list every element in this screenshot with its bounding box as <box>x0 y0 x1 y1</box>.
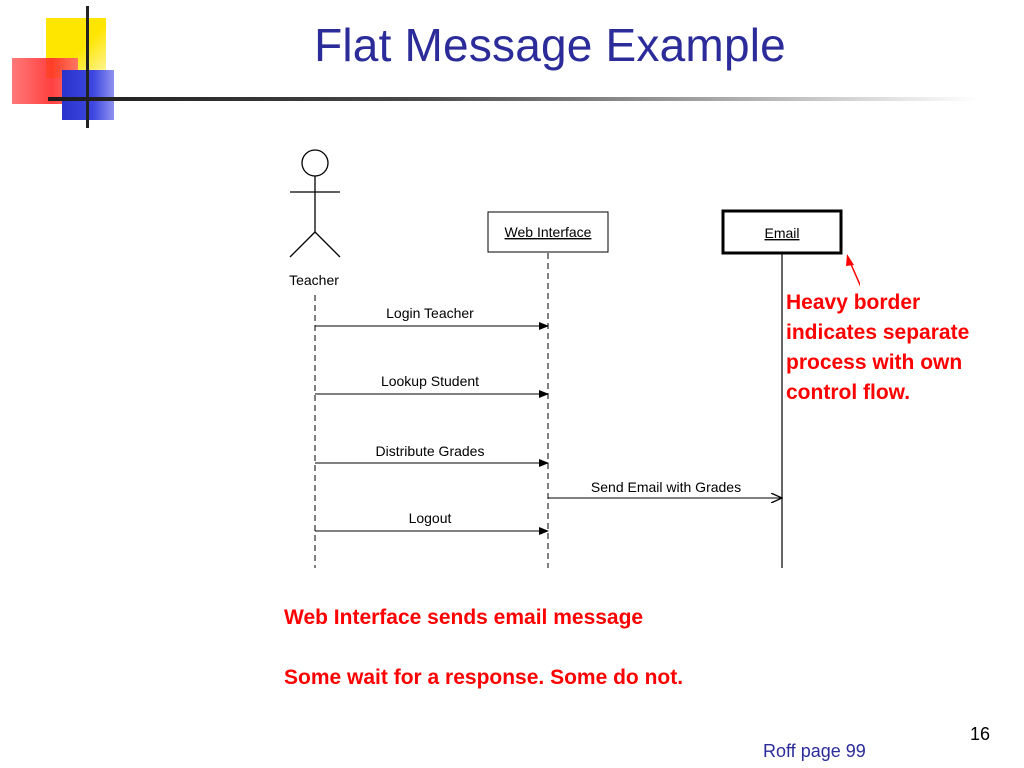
message-lookup-student: Lookup Student <box>315 373 549 398</box>
message-label: Send Email with Grades <box>591 479 741 495</box>
message-login-teacher: Login Teacher <box>315 305 549 330</box>
object-label-web-interface: Web Interface <box>505 224 592 240</box>
logo-vertical-line <box>86 6 89 128</box>
response-note: Some wait for a response. Some do not. <box>284 666 684 689</box>
slide-logo-decoration <box>0 0 160 130</box>
object-label-email: Email <box>764 225 799 241</box>
message-label: Distribute Grades <box>376 443 485 459</box>
title-underline <box>48 97 978 101</box>
reference-note: Roff page 99 <box>763 741 866 761</box>
message-label: Logout <box>409 510 452 526</box>
note-line: indicates separate <box>786 321 970 344</box>
web-interface-note: Web Interface sends email message <box>284 606 644 629</box>
sequence-diagram: Teacher Web Interface Email Login Teache… <box>289 149 860 568</box>
object-web-interface: Web Interface <box>487 211 609 253</box>
object-email: Email <box>721 209 843 255</box>
heavy-border-note: Heavy border indicates separate process … <box>786 288 1022 408</box>
slide-title: Flat Message Example <box>314 19 786 71</box>
message-distribute-grades: Distribute Grades <box>315 443 549 467</box>
annotation-pointer-arrow <box>846 254 860 287</box>
note-line: control flow. <box>786 381 911 404</box>
actor-label: Teacher <box>289 272 339 288</box>
message-label: Login Teacher <box>386 305 474 321</box>
note-line: Heavy border <box>786 291 921 314</box>
teacher-actor-icon <box>289 149 341 258</box>
message-logout: Logout <box>315 510 549 535</box>
message-label: Lookup Student <box>381 373 479 389</box>
message-send-email-with-grades: Send Email with Grades <box>548 479 782 498</box>
page-number: 16 <box>969 724 991 744</box>
note-line: process with own <box>786 351 963 374</box>
